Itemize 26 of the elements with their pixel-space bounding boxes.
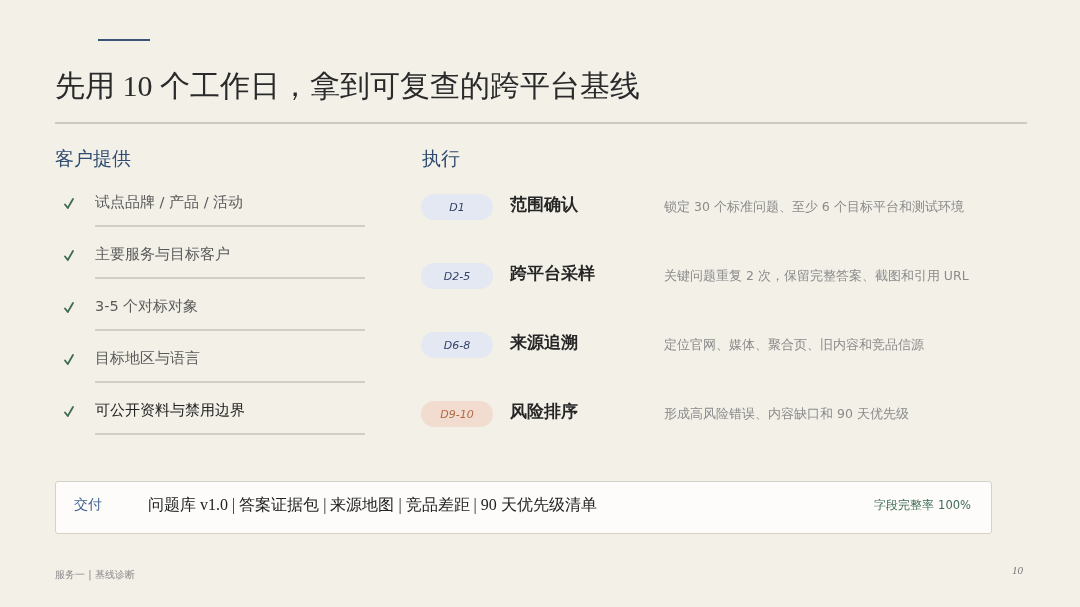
step-title: 范围确认	[510, 195, 578, 216]
completion-rate: 字段完整率 100%	[874, 499, 971, 513]
checklist-item: 3-5 个对标对象	[95, 298, 199, 316]
day-pill: D2-5	[421, 263, 493, 289]
step-description: 形成高风险错误、内容缺口和 90 天优先级	[664, 406, 909, 421]
deliverable-list: 问题库 v1.0 | 答案证据包 | 来源地图 | 竞品差距 | 90 天优先级清单	[148, 495, 597, 515]
day-pill: D9-10	[421, 401, 493, 427]
step-description: 关键问题重复 2 次，保留完整答案、截图和引用 URL	[664, 268, 969, 283]
page-number: 10	[1012, 564, 1023, 578]
checklist-item: 试点品牌 / 产品 / 活动	[95, 194, 244, 212]
step-title: 来源追溯	[510, 333, 578, 354]
checklist-item: 可公开资料与禁用边界	[95, 402, 245, 420]
checklist-item: 主要服务与目标客户	[95, 246, 230, 264]
step-title: 风险排序	[510, 402, 578, 423]
step-description: 定位官网、媒体、聚合页、旧内容和竞品信源	[664, 337, 924, 352]
footer-text: 服务一 | 基线诊断	[55, 569, 135, 581]
step-title: 跨平台采样	[510, 264, 595, 285]
checklist-item: 目标地区与语言	[95, 350, 200, 368]
section-heading: 执行	[422, 148, 460, 171]
slide-title: 先用 10 个工作日，拿到可复查的跨平台基线	[55, 68, 640, 104]
deliverable-panel	[55, 481, 992, 534]
day-pill: D1	[421, 194, 493, 220]
day-pill: D6-8	[421, 332, 493, 358]
section-heading: 客户提供	[55, 148, 131, 171]
step-description: 锁定 30 个标准问题、至少 6 个目标平台和测试环境	[664, 199, 964, 214]
panel-label: 交付	[74, 497, 102, 514]
